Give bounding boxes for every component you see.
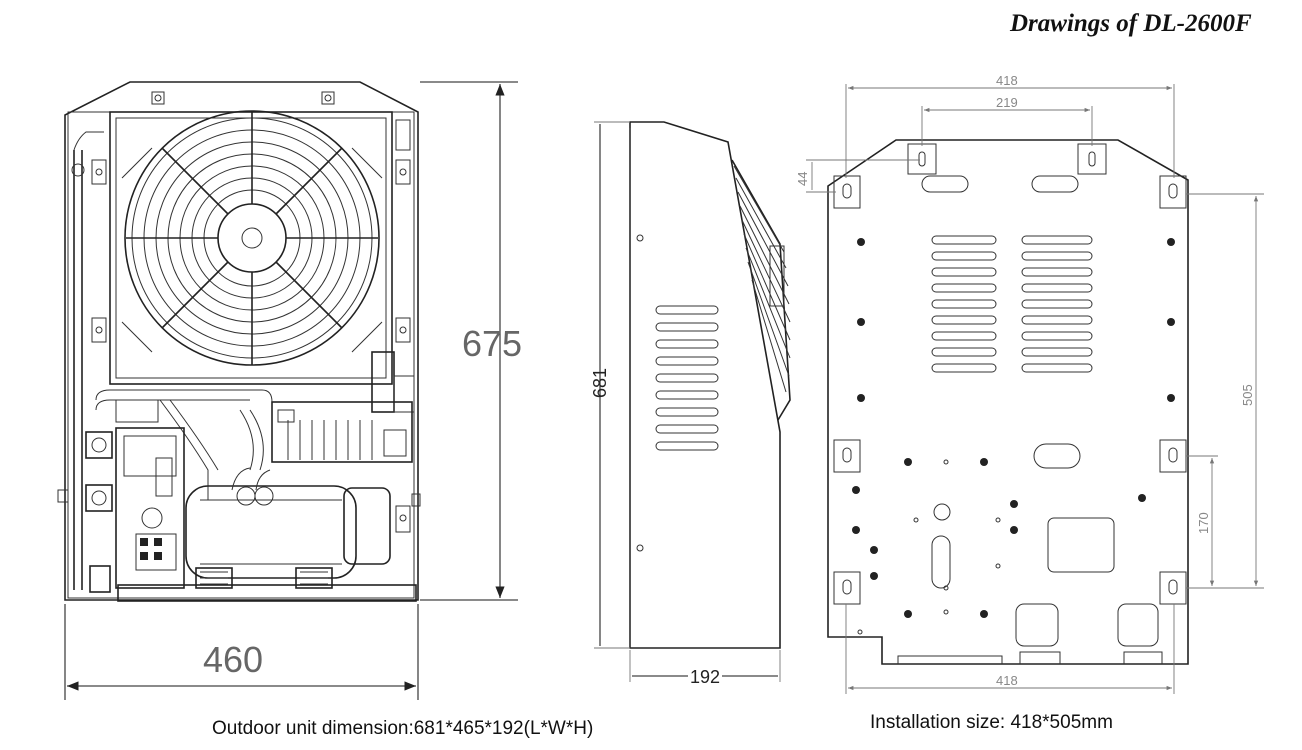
installation-caption: Installation size: 418*505mm xyxy=(870,712,1113,733)
plate-offset-label: 44 xyxy=(795,172,810,186)
drawing-title: Drawings of DL-2600F xyxy=(1010,10,1252,37)
plate-lower-label: 170 xyxy=(1196,512,1211,534)
fan-hub xyxy=(217,203,287,273)
front-height-label: 675 xyxy=(462,323,522,364)
fan-guard xyxy=(124,110,380,366)
compressor xyxy=(185,485,357,579)
control-board xyxy=(271,401,413,463)
mounting-plate-view: 418 219 44 505 170 418 xyxy=(795,73,1264,694)
side-height-label: 681 xyxy=(590,368,610,398)
side-depth-label: 192 xyxy=(690,667,720,687)
side-housing xyxy=(629,121,781,649)
plate-vent-slots xyxy=(931,235,1093,373)
plate-height-label: 505 xyxy=(1240,384,1255,406)
front-view: 675 460 xyxy=(57,81,522,700)
fan-housing xyxy=(109,111,393,385)
plate-bottom-width-label: 418 xyxy=(996,673,1018,688)
outdoor-unit-caption: Outdoor unit dimension:681*465*192(L*W*H… xyxy=(212,718,594,739)
plate-inner-width-label: 219 xyxy=(996,95,1018,110)
mounting-plate xyxy=(827,139,1189,665)
side-view: 681 192 xyxy=(590,121,791,687)
plate-top-width-label: 418 xyxy=(996,73,1018,88)
side-louvres xyxy=(655,305,719,451)
electrical-box xyxy=(115,427,185,589)
front-width-label: 460 xyxy=(203,639,263,680)
